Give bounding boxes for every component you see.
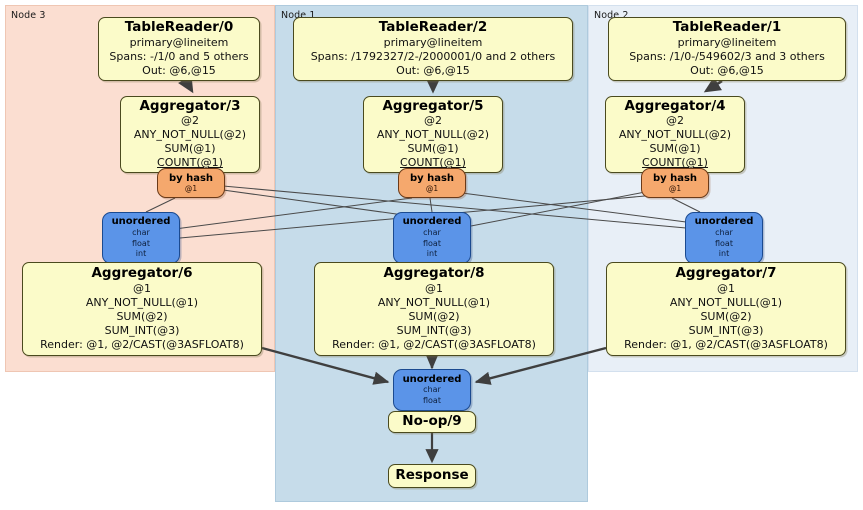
node-panel-label-node3: Node 3 <box>11 10 46 21</box>
plan-node-line: char <box>132 227 150 237</box>
plan-node-bh5[interactable]: by hash@1 <box>398 168 466 198</box>
plan-node-title: Aggregator/3 <box>139 97 241 114</box>
plan-node-title: Aggregator/8 <box>383 264 485 281</box>
edge-tr1-ag4 <box>703 76 723 93</box>
plan-node-line: Out: @6,@15 <box>142 63 216 77</box>
plan-node-line: @2 <box>181 114 199 128</box>
plan-node-line: COUNT(@1) <box>642 156 708 170</box>
node-panel-label-node1: Node 1 <box>281 10 316 21</box>
plan-node-line: Render: @1, @2/CAST(@3ASFLOAT8) <box>40 337 244 351</box>
plan-node-title: unordered <box>694 216 754 228</box>
plan-node-line: COUNT(@1) <box>400 156 466 170</box>
plan-node-line: Render: @1, @2/CAST(@3ASFLOAT8) <box>332 337 536 351</box>
plan-node-line: Spans: -/1/0 and 5 others <box>109 49 249 63</box>
edge-tr0-ag3 <box>178 74 194 94</box>
plan-node-line: SUM(@1) <box>164 142 216 156</box>
plan-node-line: SUM_INT(@3) <box>396 323 472 337</box>
plan-node-line: @2 <box>666 114 684 128</box>
plan-node-line: ANY_NOT_NULL(@1) <box>377 295 491 309</box>
plan-node-line: Spans: /1792327/2-/2000001/0 and 2 other… <box>310 49 556 63</box>
plan-node-line: @1 <box>425 184 439 194</box>
plan-node-title: Response <box>395 467 469 484</box>
plan-node-noop9[interactable]: No-op/9 <box>388 411 476 433</box>
plan-node-line: char <box>423 385 441 395</box>
plan-node-line: SUM(@1) <box>407 142 459 156</box>
plan-node-title: unordered <box>402 216 462 228</box>
plan-node-line: @1 <box>133 281 151 295</box>
plan-node-line: int <box>426 249 438 259</box>
node-panel-label-node2: Node 2 <box>594 10 629 21</box>
plan-node-line: ANY_NOT_NULL(@2) <box>133 128 247 142</box>
plan-node-bh3[interactable]: by hash@1 <box>157 168 225 198</box>
plan-node-title: Aggregator/7 <box>675 264 777 281</box>
plan-node-title: unordered <box>402 373 462 385</box>
plan-node-title: by hash <box>409 172 455 184</box>
plan-node-line: SUM_INT(@3) <box>688 323 764 337</box>
plan-node-line: char <box>423 227 441 237</box>
plan-node-line: @1 <box>425 281 443 295</box>
plan-node-line: primary@lineitem <box>129 35 229 49</box>
plan-node-line: SUM(@2) <box>408 309 460 323</box>
plan-node-title: by hash <box>168 172 214 184</box>
plan-node-line: primary@lineitem <box>677 35 777 49</box>
plan-node-title: No-op/9 <box>402 413 462 430</box>
plan-node-line: float <box>423 238 441 248</box>
plan-node-line: Out: @6,@15 <box>690 63 764 77</box>
plan-node-title: Aggregator/4 <box>624 97 726 114</box>
edge-ag6-unfinal <box>261 346 390 385</box>
plan-node-line: float <box>423 395 441 405</box>
plan-node-line: float <box>132 238 150 248</box>
plan-node-line: COUNT(@1) <box>157 156 223 170</box>
plan-node-line: @1 <box>668 184 682 194</box>
edge-ag7-unfinal <box>474 346 607 385</box>
plan-node-line: Out: @6,@15 <box>396 63 470 77</box>
plan-node-line: int <box>135 249 147 259</box>
plan-node-title: TableReader/1 <box>672 19 782 36</box>
plan-node-line: SUM(@1) <box>649 142 701 156</box>
plan-node-title: TableReader/2 <box>378 19 488 36</box>
plan-node-line: Spans: /1/0-/549602/3 and 3 others <box>629 49 825 63</box>
plan-node-line: ANY_NOT_NULL(@1) <box>669 295 783 309</box>
plan-node-line: SUM(@2) <box>116 309 168 323</box>
plan-node-line: SUM_INT(@3) <box>104 323 180 337</box>
plan-node-line: primary@lineitem <box>383 35 483 49</box>
plan-node-title: Aggregator/6 <box>91 264 193 281</box>
plan-node-title: Aggregator/5 <box>382 97 484 114</box>
plan-node-line: ANY_NOT_NULL(@2) <box>618 128 732 142</box>
plan-node-line: char <box>715 227 733 237</box>
plan-node-line: @1 <box>184 184 198 194</box>
plan-node-line: float <box>715 238 733 248</box>
plan-node-line: int <box>718 249 730 259</box>
plan-node-title: by hash <box>652 172 698 184</box>
plan-node-line: @1 <box>717 281 735 295</box>
plan-node-title: TableReader/0 <box>124 19 234 36</box>
plan-node-line: ANY_NOT_NULL(@1) <box>85 295 199 309</box>
plan-node-bh4[interactable]: by hash@1 <box>641 168 709 198</box>
plan-node-line: SUM(@2) <box>700 309 752 323</box>
plan-node-response[interactable]: Response <box>388 464 476 488</box>
plan-node-line: ANY_NOT_NULL(@2) <box>376 128 490 142</box>
plan-node-line: Render: @1, @2/CAST(@3ASFLOAT8) <box>624 337 828 351</box>
plan-node-title: unordered <box>111 216 171 228</box>
plan-node-line: @2 <box>424 114 442 128</box>
